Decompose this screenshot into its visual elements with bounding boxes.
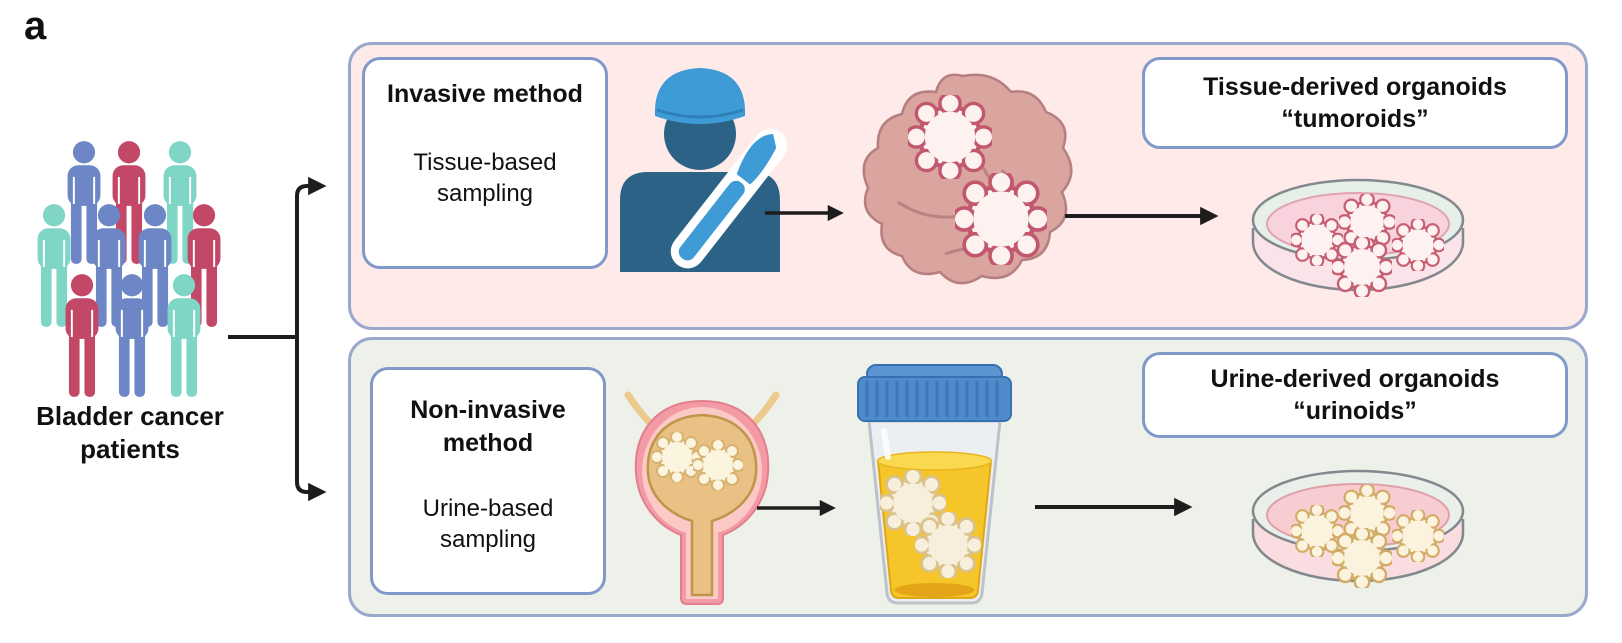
surgeon-scalpel-icon (620, 68, 788, 272)
tumoroids-result-box: Tissue-derived organoids “tumoroids” (1142, 57, 1568, 149)
urine-sample-cup-icon (857, 364, 1012, 605)
panel-letter-label: a (24, 4, 47, 48)
urinoids-result-title: Urine-derived organoids “urinoids” (1210, 364, 1500, 426)
non-invasive-method-subtitle: Urine-based sampling (422, 495, 554, 554)
non-invasive-method-box: Non-invasive method Urine-based sampling (370, 367, 606, 595)
patients-caption: Bladder cancer patients (36, 401, 224, 464)
invasive-method-box: Invasive method Tissue-based sampling (362, 57, 608, 269)
arrow-tissue-to-dish (1065, 206, 1219, 226)
urinoids-result-box: Urine-derived organoids “urinoids” (1142, 352, 1568, 438)
arrow-bladder-to-cup (757, 499, 836, 517)
arrow-surgeon-to-tissue (765, 204, 844, 222)
non-invasive-method-title: Non-invasive method (410, 396, 566, 457)
people-group-icon (36, 140, 222, 398)
bladder-tumor-icon (624, 391, 780, 605)
petri-dish-urinoids-icon (1243, 449, 1473, 619)
petri-dish-tumoroids-icon (1243, 158, 1473, 328)
branch-connector-arrows (228, 176, 327, 502)
tumoroids-result-title: Tissue-derived organoids “tumoroids” (1203, 72, 1507, 134)
invasive-method-title: Invasive method (387, 80, 583, 108)
arrow-cup-to-dish (1035, 497, 1193, 517)
tumor-tissue-icon (862, 73, 1073, 285)
invasive-method-subtitle: Tissue-based sampling (413, 148, 557, 207)
